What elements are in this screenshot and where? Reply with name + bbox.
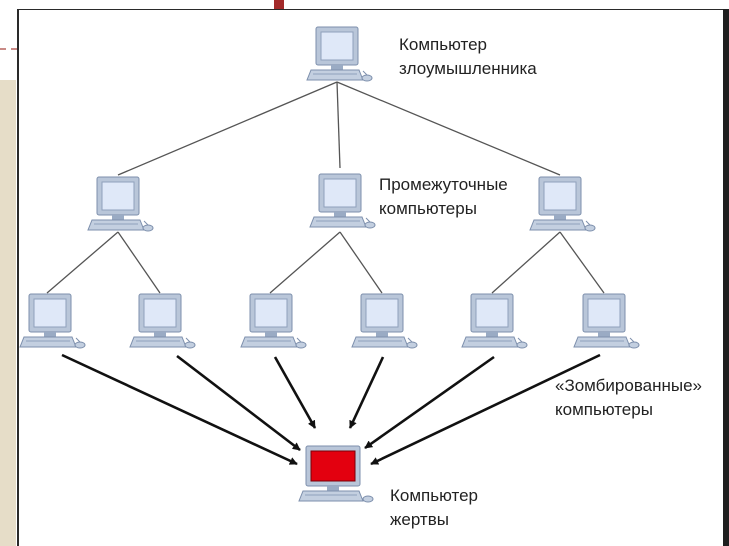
intermediate-computer-icon [87,176,154,232]
slide-accent-mark [274,0,284,12]
attack-arrows [61,353,601,466]
zombie-label: «Зомбированные» компьютеры [555,374,702,422]
frame-right-edge [723,9,729,546]
link-attacker-inter-1 [117,81,338,176]
link-inter1-zombie-2 [117,231,161,294]
link-attacker-inter-3 [336,81,561,176]
link-attacker-inter-2 [336,81,341,169]
arrow-zombie-5 [364,355,495,450]
arrow-zombie-4 [348,356,385,429]
attacker-computer-icon [306,26,373,82]
diagram-frame [17,9,729,546]
link-inter2-zombie-3 [269,231,341,294]
attacker-label: Компьютер злоумышленника [399,33,537,81]
zombie-computer-icon [240,293,307,349]
victim-label-line-2: жертвы [390,510,449,529]
link-inter1-zombie-1 [46,231,119,294]
arrow-zombie-3 [273,356,317,429]
link-inter3-zombie-5 [491,231,561,294]
zombie-computer-icon [129,293,196,349]
zombie-label-line-1: «Зомбированные» [555,376,703,395]
attacker-label-line-1: Компьютер [399,35,487,54]
arrow-zombie-1 [61,353,298,466]
slide-divider [0,48,17,50]
link-inter3-zombie-6 [559,231,605,294]
zombie-computer-icon [19,293,86,349]
intermediate-computer-icon [529,176,596,232]
intermediate-label-line-1: Промежуточные [379,175,508,194]
victim-label-line-1: Компьютер [390,486,478,505]
zombie-label-line-2: компьютеры [555,400,653,419]
link-inter2-zombie-4 [339,231,383,294]
zombie-computer-icon [461,293,528,349]
victim-label: Компьютер жертвы [390,484,478,532]
intermediate-computer-icon [309,173,376,229]
arrow-zombie-6 [370,353,601,466]
arrow-zombie-2 [176,354,301,452]
hierarchy-links [46,81,605,294]
zombie-computer-icon [573,293,640,349]
zombie-computer-icon [351,293,418,349]
victim-computer-icon [298,445,374,503]
intermediate-label: Промежуточные компьютеры [379,173,508,221]
intermediate-label-line-2: компьютеры [379,199,477,218]
side-panel [0,80,16,546]
attacker-label-line-2: злоумышленника [399,59,537,78]
